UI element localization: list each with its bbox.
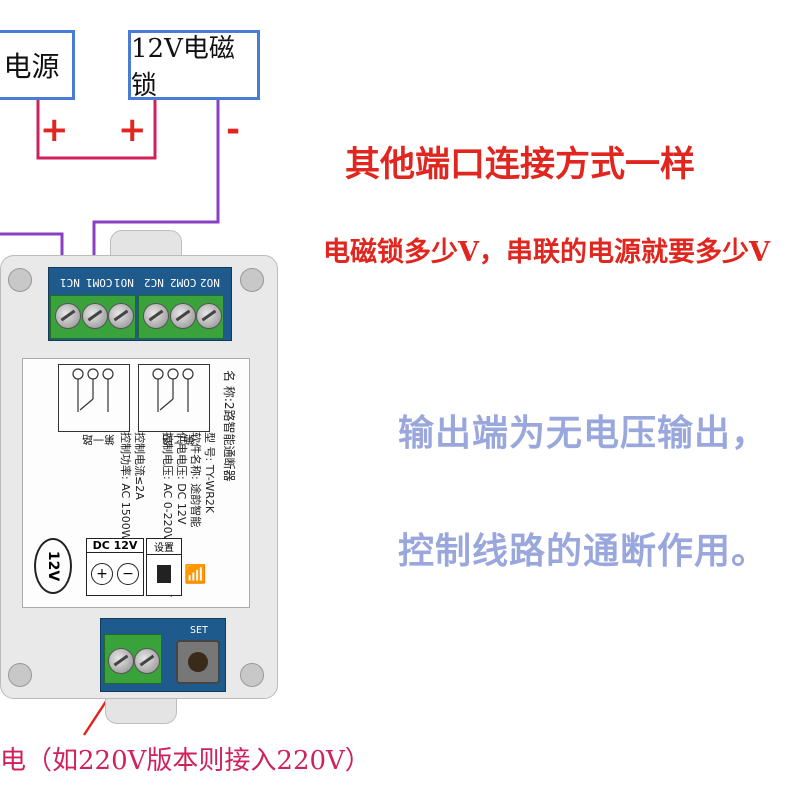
lock-box: 12V电磁锁 (128, 30, 260, 101)
spec-text-column: 名 称:2路智能通断器 型 号: TY-WR2K 软件名称: 途韵智能 供电电压… (40, 370, 240, 597)
relay-schematic-ch2 (138, 364, 210, 432)
terminal-label-nc1: NC1 (60, 276, 80, 289)
dc-input-diagram: DC 12V + − (86, 538, 144, 596)
plus-sign-left: + (40, 110, 69, 150)
relay-module-housing: NC1 COM1 NO1 NC2 COM2 NO2 第一路 第二路 名 称:2路… (0, 230, 278, 725)
mount-hole-tr (240, 268, 264, 292)
spec-control-current: 控制电流≤2A (133, 432, 146, 500)
terminal-screw-nc1[interactable] (55, 303, 81, 329)
terminal-label-no2: NO2 (200, 276, 220, 289)
lock-box-label: 12V电磁锁 (131, 34, 235, 101)
voltage-badge-text: 12V (44, 550, 61, 582)
spec-software: 软件名称: 途韵智能 (189, 432, 202, 528)
terminal-label-nc2: NC2 (144, 276, 164, 289)
dc-plus-icon: + (91, 563, 113, 585)
plus-sign-right: + (118, 110, 147, 150)
dc-minus-icon: − (117, 563, 139, 585)
dc-input-label: DC 12V (87, 539, 143, 553)
set-button[interactable] (176, 640, 220, 684)
set-label: SET (190, 625, 209, 636)
set-button-cap (188, 652, 208, 672)
power-box: 电源 (0, 30, 75, 100)
terminal-label-com1: COM1 (86, 276, 113, 289)
mount-hole-bl (8, 663, 32, 687)
relay-contacts-svg (72, 368, 194, 412)
mount-hole-br (240, 663, 264, 687)
bottom-caption: 电（如220V版本则接入220V） (0, 746, 371, 776)
note-voltage-match: 电磁锁多少V，串联的电源就要多少V (323, 237, 770, 268)
red-wire (36, 100, 157, 160)
wireless-icon: 📶 (184, 564, 207, 585)
terminal-label-com2: COM2 (170, 276, 197, 289)
terminal-screw-com2[interactable] (170, 303, 196, 329)
spec-supply: 供电电压: DC 12V (175, 432, 188, 525)
spec-model: 型 号: TY-WR2K (203, 432, 216, 514)
settings-label: 设置 (147, 539, 181, 555)
note-dry-output: 输出端为无电压输出， (398, 413, 769, 454)
power-box-label: 电源 (3, 50, 60, 83)
mount-hole-tl (8, 268, 32, 292)
terminal-label-no1: NO1 (114, 276, 134, 289)
settings-diagram: 设置 (146, 538, 182, 596)
power-screw-plus[interactable] (108, 648, 134, 674)
minus-sign: - (226, 110, 241, 150)
power-screw-minus[interactable] (134, 648, 160, 674)
settings-button-icon (157, 565, 171, 583)
relay-schematic-ch1 (58, 364, 130, 432)
terminal-screw-no2[interactable] (196, 303, 222, 329)
terminal-screw-nc2[interactable] (143, 303, 169, 329)
note-switch-function: 控制线路的通断作用。 (398, 531, 769, 572)
voltage-badge: 12V (34, 538, 72, 594)
terminal-screw-com1[interactable] (82, 303, 108, 329)
terminal-screw-no1[interactable] (108, 303, 134, 329)
note-other-ports: 其他端口连接方式一样 (345, 144, 696, 185)
spec-name: 名 称:2路智能通断器 (222, 370, 236, 482)
